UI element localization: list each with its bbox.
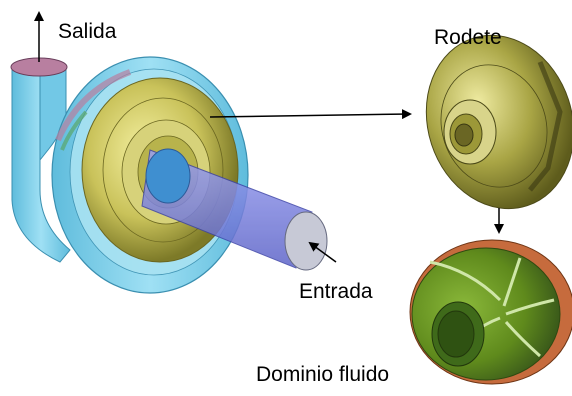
inlet-face	[285, 212, 327, 270]
impeller-arrow	[210, 114, 410, 117]
fluid-domain-label: Dominio fluido	[256, 364, 389, 385]
inlet-label: Entrada	[299, 281, 373, 302]
pump-assembly	[11, 57, 327, 293]
outlet-label: Salida	[58, 21, 116, 42]
impeller-label: Rodete	[434, 27, 502, 48]
fluid-domain-model	[410, 240, 572, 384]
